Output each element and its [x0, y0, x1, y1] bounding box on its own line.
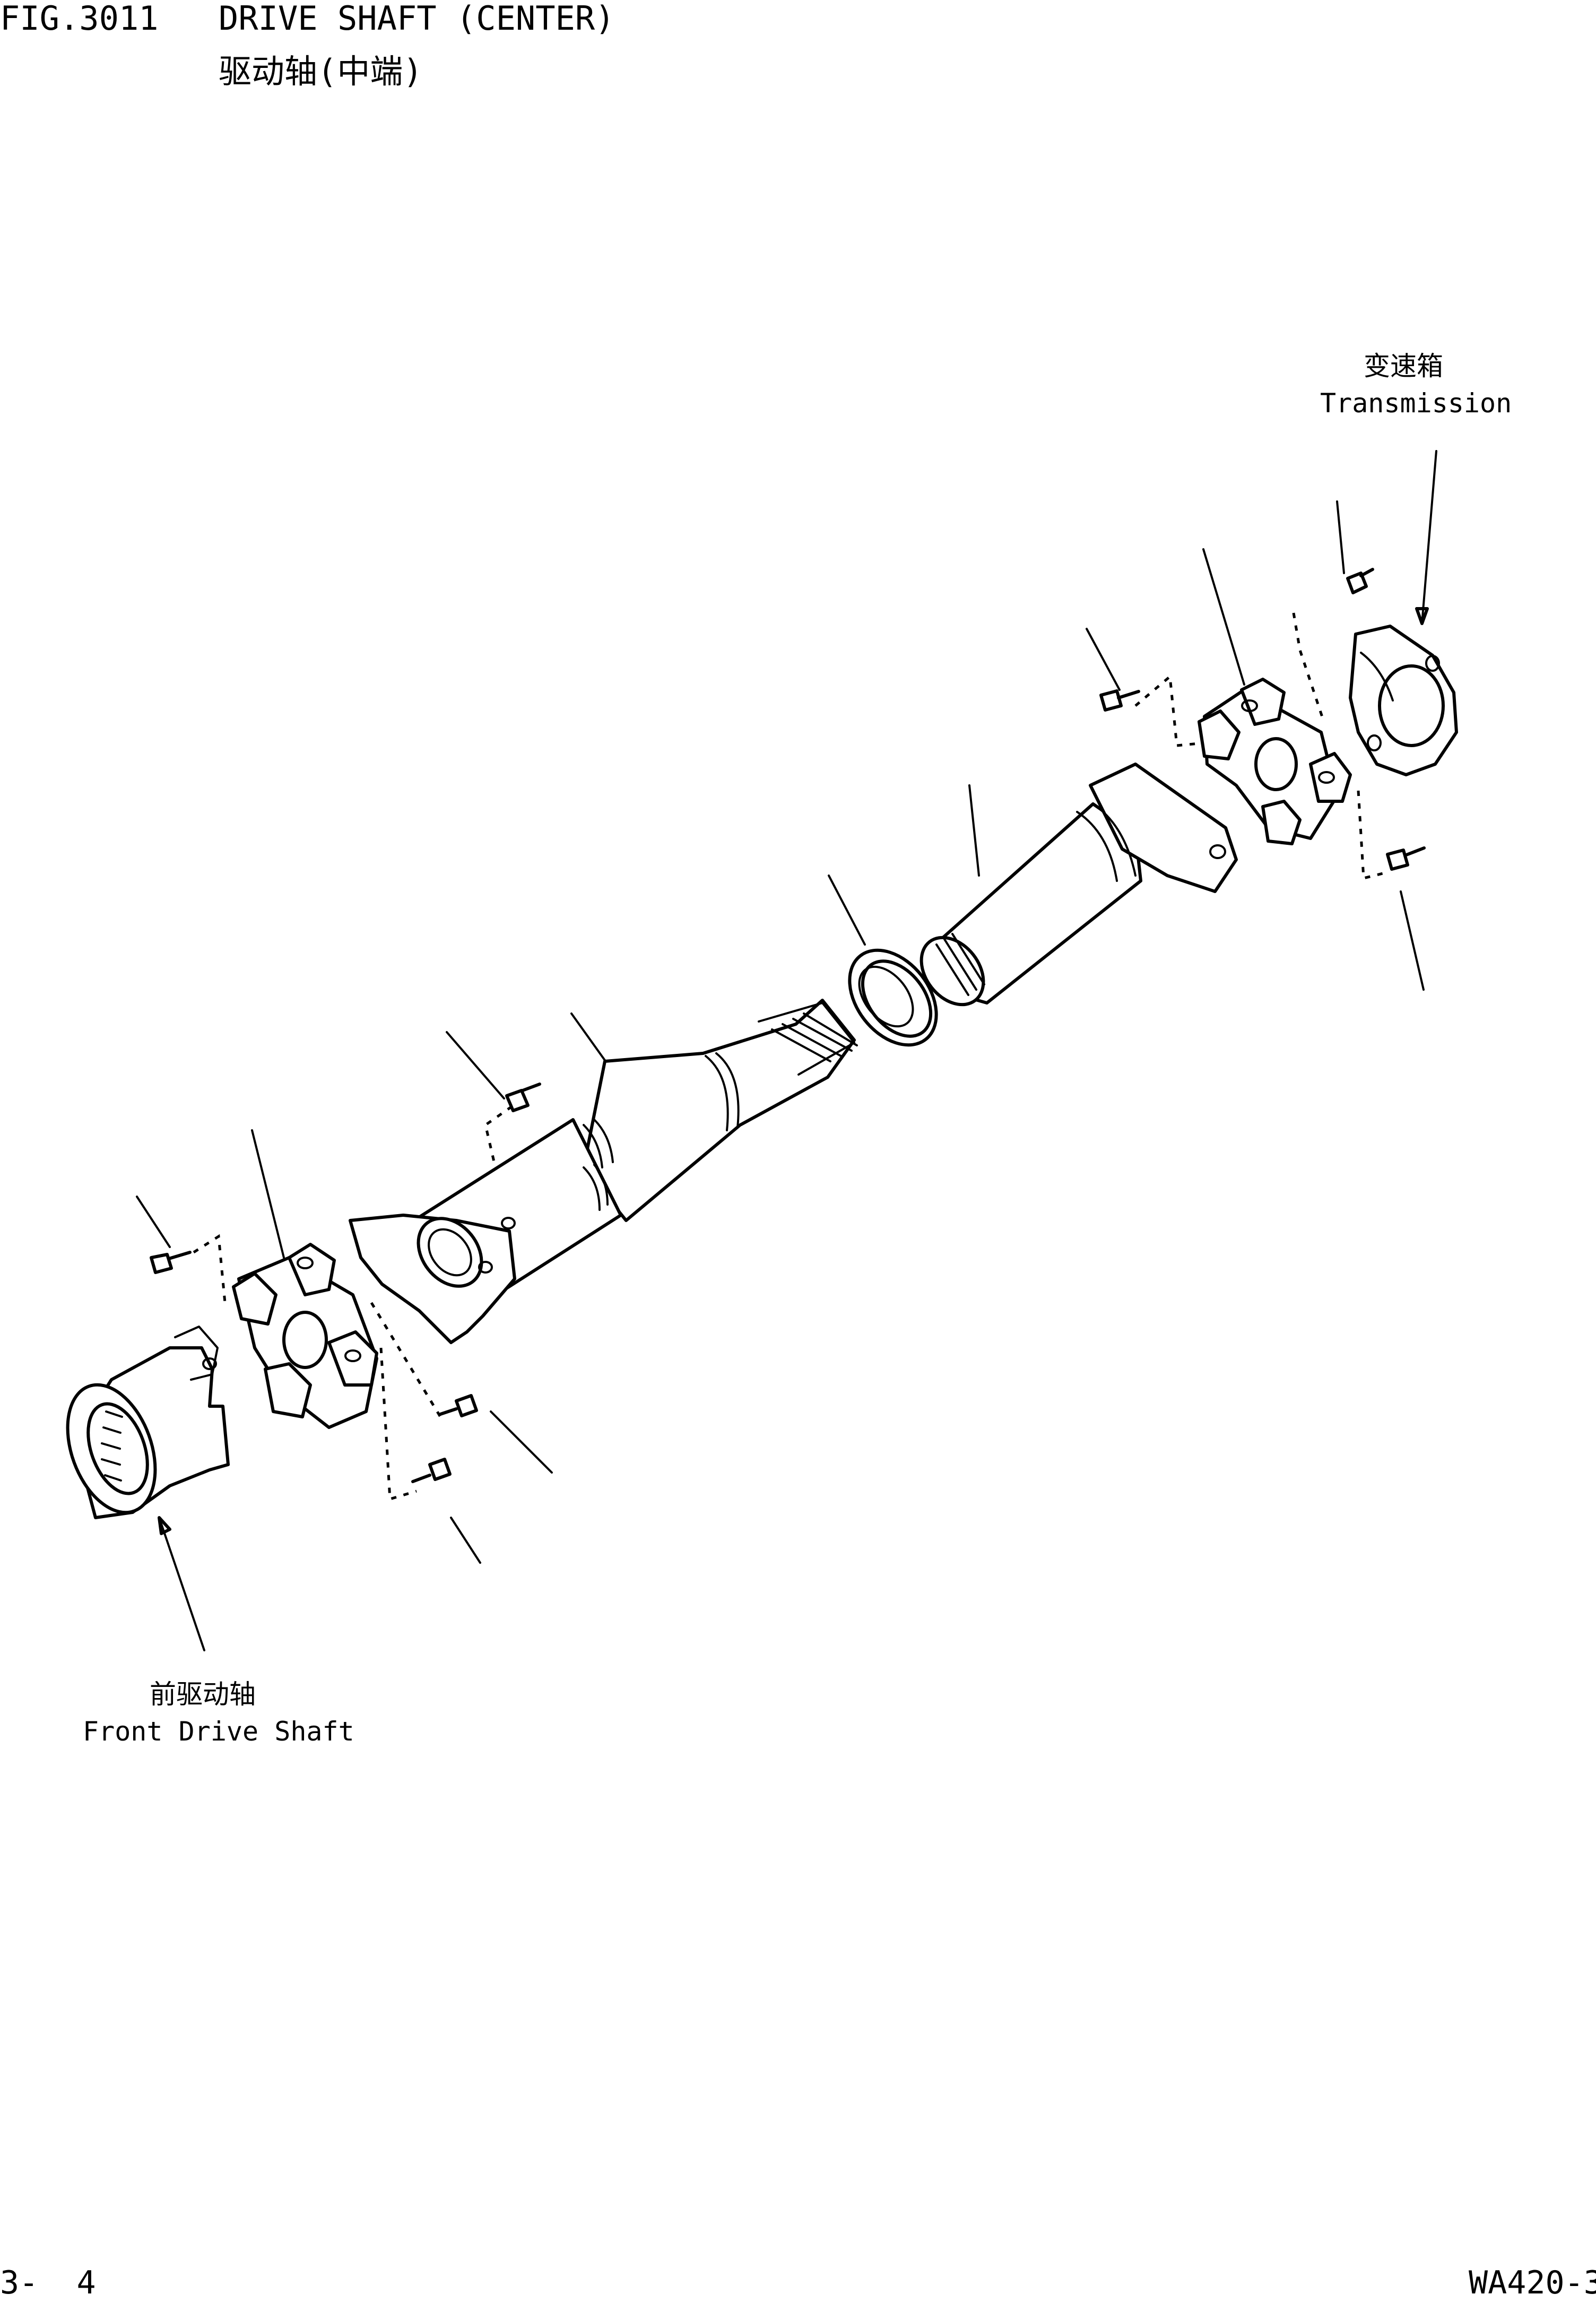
universal-joint-spider-upper: [1198, 678, 1352, 845]
universal-joint-spider-lower: [232, 1243, 378, 1429]
bolt-upper-right-lower: [1386, 846, 1426, 871]
bolt-lower-right-lower: [411, 1458, 452, 1483]
splined-shaft-center: [582, 999, 858, 1222]
callout-leaders: [136, 450, 1437, 1651]
bolt-transmission-upper: [1346, 568, 1374, 594]
figure-title-chinese: 驱动轴(中端): [219, 52, 423, 91]
figure-title-english: DRIVE SHAFT (CENTER): [219, 0, 615, 38]
bolt-tube-middle: [505, 1083, 541, 1112]
front-drive-shaft-label-chinese: 前驱动轴: [150, 1679, 256, 1710]
bolt-lower-right-upper: [439, 1394, 478, 1417]
front-drive-shaft-label-english: Front Drive Shaft: [83, 1716, 354, 1747]
figure-number: FIG.3011: [0, 0, 159, 38]
transmission-label-english: Transmission: [1320, 388, 1512, 419]
front-drive-shaft-flange-yoke: [66, 1326, 230, 1519]
slip-yoke-tube-upper: [920, 763, 1238, 1007]
bolt-lower-left: [150, 1251, 192, 1274]
model-code: WA420-3: [1469, 2264, 1596, 2301]
transmission-label-chinese: 变速箱: [1364, 351, 1443, 382]
page-number: 3- 4: [0, 2264, 96, 2301]
yoke-tube-lower: [349, 1118, 622, 1344]
transmission-flange-yoke: [1349, 625, 1458, 776]
bolt-upper-left: [1099, 689, 1140, 712]
assembly-guides: [193, 612, 1385, 1501]
bearing-ring: [848, 948, 938, 1047]
